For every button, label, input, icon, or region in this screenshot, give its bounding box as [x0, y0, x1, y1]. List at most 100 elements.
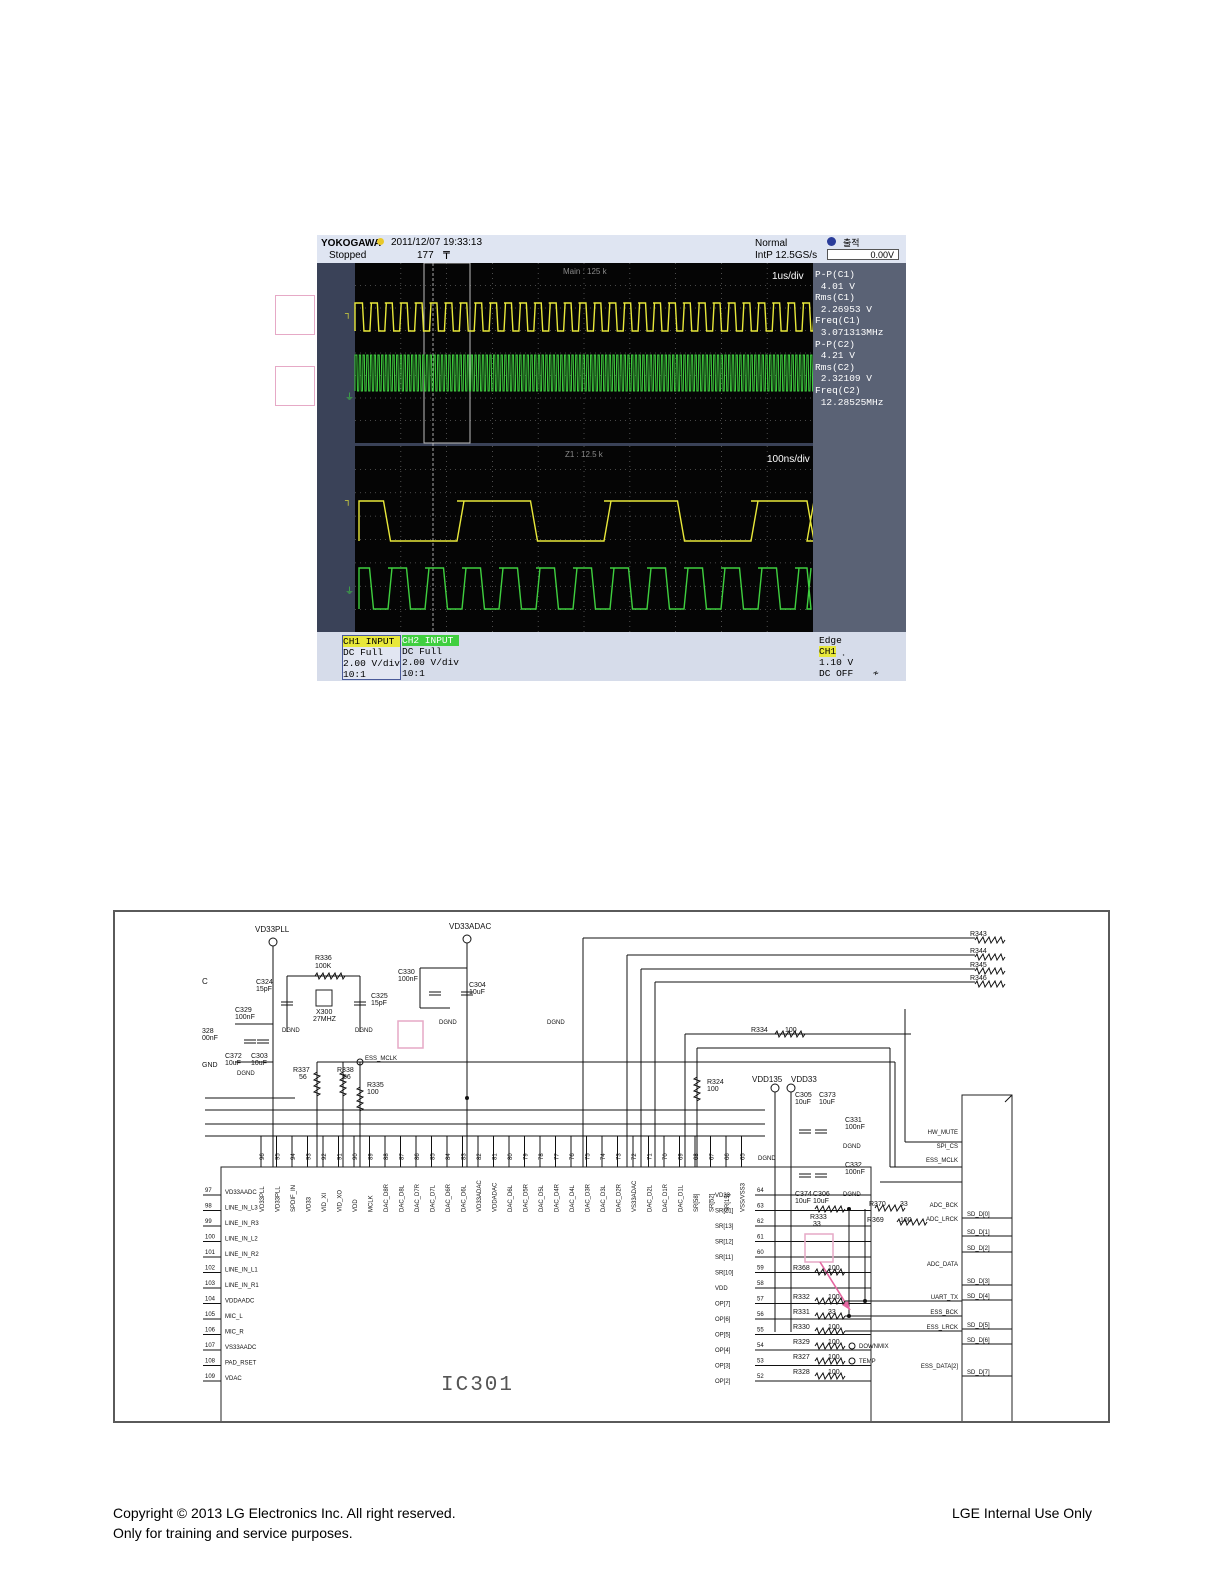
pin-name: VID_XI — [322, 1193, 328, 1212]
resistor-icon — [814, 1356, 846, 1366]
schematic-label: 10uF — [469, 989, 485, 996]
schematic-label: 100K — [315, 963, 332, 970]
record-count: 177 — [417, 250, 434, 261]
pin-name: MIC_L — [225, 1314, 243, 1320]
pin-number: 68 — [694, 1153, 700, 1160]
pin-number: 65 — [741, 1153, 747, 1160]
connector-pin-label: SD_D[4] — [967, 1294, 990, 1300]
pin-name: VSS/VSS3 — [741, 1182, 747, 1212]
ch1-settings[interactable]: CH1 INPUT DC Full 2.00 V/div 10:1 — [342, 635, 401, 680]
net-label: ADC_BCK — [930, 1203, 958, 1209]
schematic-label: 15pF — [371, 1000, 387, 1007]
schematic-label: C305 — [795, 1092, 812, 1099]
scope-waveform-display: Main : 125 k 1us/div Z1 : 12.5 k 100ns/d… — [317, 263, 813, 633]
pin-number: 90 — [353, 1153, 359, 1160]
main-label: Main : 125 k — [563, 267, 608, 276]
power-rail-icon — [786, 1083, 796, 1093]
resistor-icon — [814, 1296, 846, 1306]
pin-number: 61 — [757, 1235, 764, 1241]
connector-pin-label: SD_D[7] — [967, 1370, 990, 1376]
pin-number: 84 — [446, 1153, 452, 1160]
schematic-label: 56 — [343, 1074, 351, 1081]
pin-name: DAC_D2R — [617, 1183, 623, 1212]
schematic-label: 100nF — [845, 1169, 865, 1176]
pin-number: 70 — [663, 1153, 669, 1160]
pin-name: DAC_D6R — [446, 1183, 452, 1212]
schematic-label: C306 — [813, 1191, 830, 1198]
power-rail-icon — [268, 937, 278, 947]
pin-name: SR[52] — [710, 1193, 716, 1212]
schematic-label: C332 — [845, 1162, 862, 1169]
power-rail-icon — [462, 934, 472, 944]
pin-name: SR[21] — [715, 1209, 734, 1215]
schematic-label: C303 — [251, 1053, 268, 1060]
schematic-label: 10uF — [819, 1099, 835, 1106]
measurement-line: 4.21 V — [815, 350, 855, 362]
connector-pin-label: SD_D[1] — [967, 1230, 990, 1236]
pin-number: 107 — [205, 1343, 216, 1349]
pin-number: 91 — [338, 1153, 344, 1160]
pin-number: 108 — [205, 1359, 216, 1365]
pin-number: 74 — [601, 1153, 607, 1160]
pin-name: OP[7] — [715, 1302, 731, 1308]
offset-value-field[interactable]: 0.00V — [827, 249, 899, 260]
measurement-line: Rms(C1) — [815, 292, 855, 304]
pin-name: MIC_R — [225, 1330, 244, 1336]
schematic-label: C — [202, 977, 208, 986]
ground-label: DGND — [843, 1192, 861, 1198]
pin-name: DAC_D3L — [601, 1184, 607, 1212]
ground-label: DGND — [355, 1028, 373, 1034]
pin-name: VDD — [715, 1286, 728, 1292]
pin-number: 106 — [205, 1328, 216, 1334]
pin-name: OP[2] — [715, 1379, 731, 1385]
schematic-label: C331 — [845, 1117, 862, 1124]
schematic-label: 10uF — [795, 1198, 811, 1205]
annotation-box-ch2 — [275, 366, 315, 406]
pin-number: 102 — [205, 1266, 216, 1272]
pin-number: 103 — [205, 1281, 216, 1287]
pin-number: 104 — [205, 1297, 216, 1303]
schematic-label: R328 — [793, 1369, 810, 1376]
pin-name: VD33PLL — [260, 1186, 266, 1212]
trigger-settings[interactable]: Edge CH1 ˱ 1.10 V DC OFF ≁ — [819, 635, 899, 679]
resistor-label: R344 — [970, 948, 987, 955]
resistor-icon — [355, 1086, 365, 1112]
trigger-source: CH1 — [819, 646, 837, 657]
schematic-label: 100 — [828, 1339, 840, 1346]
schematic-label: R337 — [293, 1067, 310, 1074]
pin-name: OP[5] — [715, 1333, 731, 1339]
zoom-window-box[interactable] — [423, 263, 471, 444]
connector-pin-label: SD_D[6] — [967, 1338, 990, 1344]
pin-name: DAC_D4R — [555, 1183, 561, 1212]
rising-edge-icon: ˱ — [841, 646, 848, 657]
trigger-type: Edge — [819, 635, 842, 646]
resistor-icon — [814, 1326, 846, 1336]
pin-name: DAC_D8L — [400, 1184, 406, 1212]
schematic-label: R333 — [810, 1214, 827, 1221]
pin-name: DAC_D1R — [663, 1183, 669, 1212]
brand-logo: YOKOGAWA — [321, 238, 382, 249]
pin-name: SR[13] — [715, 1224, 734, 1230]
pin-name: VDD — [353, 1199, 359, 1212]
schematic-label: R368 — [793, 1265, 810, 1272]
schematic-label: 10uF — [251, 1060, 267, 1067]
ch2-settings[interactable]: CH2 INPUT DC Full 2.00 V/div 10:1 — [402, 635, 459, 679]
measurement-line: Freq(C1) — [815, 315, 861, 327]
measurement-line: 12.28525MHz — [815, 396, 884, 408]
resistor-label: R343 — [970, 931, 987, 938]
schematic-label: 100 — [828, 1324, 840, 1331]
pin-name: LINE_IN_R3 — [225, 1221, 259, 1227]
schematic-label: C329 — [235, 1007, 252, 1014]
schematic-label: 100 — [367, 1089, 379, 1096]
pin-number: 67 — [710, 1153, 716, 1160]
schematic-label: C374 — [795, 1191, 812, 1198]
pin-name: VS33AADC — [225, 1345, 257, 1351]
schematic-label: 100 — [828, 1354, 840, 1361]
schematic-label: 100 — [828, 1294, 840, 1301]
pin-name: DAC_D1L — [679, 1184, 685, 1212]
pin-name: DAC_D7L — [431, 1184, 437, 1212]
status-dot-icon — [377, 238, 384, 245]
pin-number: 75 — [586, 1153, 592, 1160]
pin-number: 98 — [205, 1204, 212, 1210]
